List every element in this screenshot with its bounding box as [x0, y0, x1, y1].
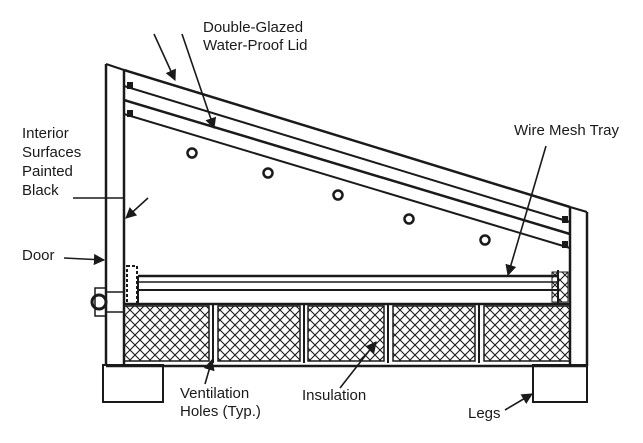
leg-left — [102, 364, 164, 403]
door-latch — [90, 287, 124, 317]
label-legs: Legs — [468, 405, 501, 422]
label-ventilation: Ventilation Holes (Typ.) — [180, 385, 261, 421]
label-lid: Double-Glazed Water-Proof Lid — [203, 19, 307, 55]
label-door: Door — [22, 247, 55, 264]
label-lid-line1: Double-Glazed — [203, 19, 304, 36]
label-interior-line3: Painted — [22, 163, 73, 180]
label-interior-line2: Surfaces — [22, 144, 82, 161]
wire-mesh-tray — [124, 265, 570, 306]
label-ventilation-line1: Ventilation — [180, 385, 250, 402]
label-wire-mesh-tray: Wire Mesh Tray — [514, 122, 620, 139]
label-ventilation-line2: Holes (Typ.) — [180, 403, 261, 420]
insulation-layer — [123, 304, 571, 363]
label-interior-line4: Black — [22, 182, 59, 199]
leg-right — [532, 364, 588, 403]
leader-lines — [63, 33, 547, 411]
interior-vent-dots — [186, 147, 491, 246]
label-interior: Interior Surfaces Painted Black — [22, 124, 81, 200]
right-wall — [568, 206, 589, 366]
left-wall — [104, 63, 126, 366]
label-lid-line2: Water-Proof Lid — [203, 37, 308, 54]
label-insulation: Insulation — [302, 387, 367, 404]
label-interior-line1: Interior — [22, 125, 69, 142]
lid-glazing — [123, 68, 571, 249]
